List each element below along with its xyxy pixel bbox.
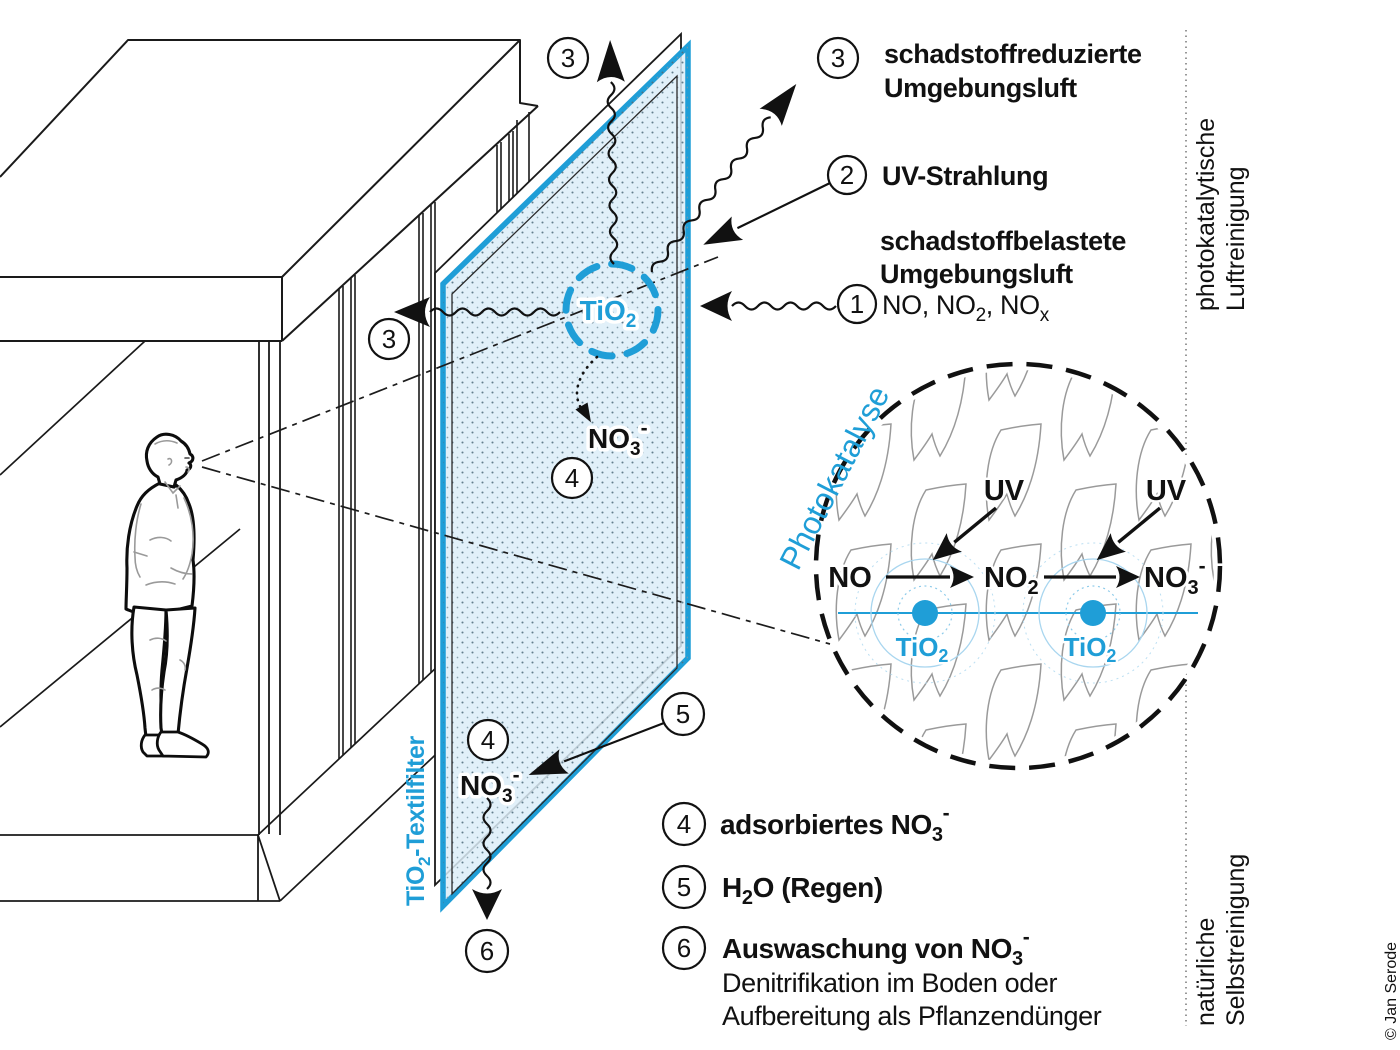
legend-6-number: 6 <box>677 933 691 963</box>
panel-no3-label-2: NO3- <box>460 764 520 807</box>
callout-3-top: 3 <box>546 36 590 80</box>
rain-arrow <box>528 721 665 775</box>
tio2-site-right: TiO2 <box>1022 542 1164 684</box>
corner-post <box>258 341 281 835</box>
inset-uv-right-arrow <box>1096 506 1162 561</box>
svg-text:3: 3 <box>382 324 396 354</box>
washout-arrow-down <box>472 797 502 920</box>
svg-text:4: 4 <box>481 725 495 755</box>
section-label-bottom: natürliche Selbstreinigung <box>1192 854 1250 1026</box>
textile-filter-label: TiO2-Textilfilter <box>402 736 434 906</box>
inset-no-label: NO <box>828 562 872 594</box>
legend-1-line1: schadstoffbelastete <box>880 226 1126 256</box>
clean-air-arrow-up <box>596 40 625 265</box>
clean-air-arrow-left <box>394 297 561 327</box>
legend-6-line2: Denitrifikation im Boden oder <box>722 968 1057 998</box>
callout-4-panel: 4 <box>550 456 594 500</box>
legend-4-number: 4 <box>677 809 691 839</box>
legend-3-line2: Umgebungsluft <box>884 73 1077 103</box>
tio2-site-left-label: TiO2 <box>896 632 949 666</box>
sight-lines <box>201 256 831 645</box>
tio2-spot-circle <box>562 260 662 360</box>
person-right-shoe <box>155 730 210 759</box>
section-label-top-line1: photokatalytische <box>1192 118 1220 311</box>
inset-uv-left-label: UV <box>984 475 1025 507</box>
person-right-leg <box>159 606 197 736</box>
inset-uv-right-label: UV <box>1146 475 1187 507</box>
legend-item-1: schadstoffbelastete Umgebungsluft 1 NO, … <box>836 226 1127 326</box>
legend-item-2: 2 UV-Strahlung <box>826 154 1049 196</box>
legend-6-line3: Aufbereitung als Pflanzendünger <box>722 1001 1102 1031</box>
svg-text:5: 5 <box>676 699 690 729</box>
panel-bottom-no3: NO3- <box>457 761 524 811</box>
legend-4-label: adsorbiertes NO3- <box>720 802 950 846</box>
legend-item-4: 4 adsorbiertes NO3- <box>661 801 950 847</box>
person-torso <box>124 481 196 616</box>
legend-2-label: UV-Strahlung <box>882 161 1048 191</box>
svg-text:3: 3 <box>561 43 575 73</box>
tio2-particle-left <box>912 600 938 626</box>
credit-label: © Jan Serode <box>1383 942 1400 1040</box>
inset-uv-left-arrow <box>932 506 998 561</box>
legend-1-number: 1 <box>850 289 864 319</box>
legend-bottom: 4 adsorbiertes NO3- 5 H2O (Regen) 6 Ausw… <box>661 801 1102 1031</box>
photocatalysis-inset: Photokatalyse TiO2 TiO2 NO NO2 NO3- <box>772 361 1223 771</box>
person-head <box>144 432 195 489</box>
reaction-arrow-2 <box>1044 566 1140 588</box>
tio2-particle-right <box>1080 600 1106 626</box>
svg-text:4: 4 <box>565 463 579 493</box>
sight-line-lower <box>201 466 831 645</box>
person-sketch-details <box>133 440 194 691</box>
inset-no2-label: NO2 <box>984 562 1039 599</box>
inset-dashed-border <box>813 361 1223 771</box>
legend-2-number: 2 <box>840 160 854 190</box>
legend-5-number: 5 <box>677 872 691 902</box>
panel-inner-frame <box>451 74 678 896</box>
legend-5-label: H2O (Regen) <box>722 872 883 909</box>
legend-1-line2: Umgebungsluft <box>880 259 1073 289</box>
inset-no3-label: NO3- <box>1144 555 1206 599</box>
roof-edges <box>0 39 539 342</box>
legend-3-line1: schadstoffreduzierte <box>884 39 1142 69</box>
tio2-site-right-label: TiO2 <box>1064 632 1117 666</box>
reaction-arrow-1 <box>886 566 974 588</box>
inset-weave-texture <box>822 370 1214 762</box>
clean-air-arrow-upright <box>650 83 797 273</box>
section-label-bottom-line1: natürliche <box>1192 918 1220 1026</box>
legend-item-5: 5 H2O (Regen) <box>661 864 883 910</box>
floor-slab <box>0 834 281 902</box>
adsorption-arrowhead <box>575 402 591 423</box>
legend-3-number: 3 <box>831 43 845 73</box>
callout-circles: 3 3 4 4 5 6 <box>367 36 706 974</box>
section-label-top-line2: Luftreinigung <box>1222 166 1250 311</box>
legend-1-formula: NO, NO2, NOx <box>882 290 1050 326</box>
legend-top-right: 3 schadstoffreduzierte Umgebungsluft 2 U… <box>816 36 1142 326</box>
tio2-spot: TiO2 NO3- <box>562 260 662 464</box>
callout-3-left: 3 <box>367 317 411 361</box>
sight-line-upper <box>201 256 719 462</box>
section-label-bottom-line2: Selbstreinigung <box>1222 854 1250 1026</box>
uv-radiation-arrow <box>703 182 831 245</box>
person-figure <box>124 432 210 759</box>
legend-item-6: 6 Auswaschung von NO3- Denitrifikation i… <box>661 925 1102 1031</box>
callout-4-panel-bottom: 4 <box>466 718 510 762</box>
tio2-spot-label: TiO2 <box>580 295 637 332</box>
callout-5-rain: 5 <box>660 691 706 737</box>
tio2-site-left: TiO2 <box>854 542 996 684</box>
polluted-air-arrow <box>700 291 837 321</box>
panel-no3-label-1: NO3- <box>588 417 648 460</box>
svg-text:6: 6 <box>480 936 494 966</box>
callout-6-washout: 6 <box>464 928 510 974</box>
legend-item-3: 3 schadstoffreduzierte Umgebungsluft <box>816 36 1142 103</box>
section-label-top: photokatalytische Luftreinigung <box>1192 118 1250 311</box>
interior-junction-lines <box>0 340 241 728</box>
legend-6-label: Auswaschung von NO3- <box>722 926 1030 970</box>
